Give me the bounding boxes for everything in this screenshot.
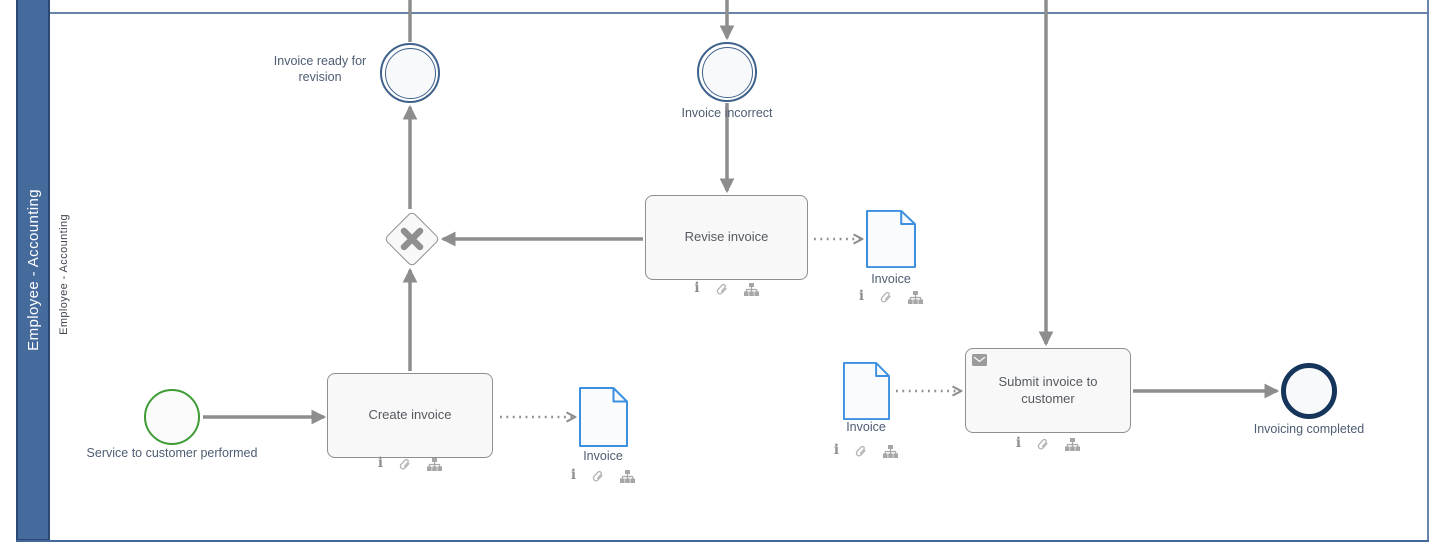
data-object-label: Invoice — [871, 272, 911, 286]
info-icon[interactable]: i — [570, 467, 577, 484]
task-label: Submit invoice to customer — [998, 373, 1098, 406]
pool-bottom-border — [16, 540, 1429, 542]
document-fold — [875, 362, 890, 377]
message-icon — [972, 354, 987, 366]
x-cross-icon — [400, 227, 424, 251]
task-create-invoice[interactable]: Create invoice — [327, 373, 493, 458]
hierarchy-icon[interactable] — [427, 457, 443, 471]
event-inner-ring — [384, 47, 436, 99]
intermediate-event-invoice-ready[interactable] — [380, 43, 440, 103]
data-object-invoice-to-submit[interactable] — [843, 362, 890, 420]
attachment-icon[interactable] — [855, 444, 867, 458]
task-revise-invoice[interactable]: Revise invoice — [645, 195, 808, 280]
data-object-label: Invoice — [846, 420, 886, 434]
document-icon — [579, 387, 628, 447]
start-event-label: Service to customer performed — [86, 446, 258, 460]
info-icon[interactable]: i — [833, 442, 840, 459]
attribute-markers: i — [645, 282, 808, 296]
pool-header[interactable]: Employee - Accounting — [16, 0, 50, 541]
start-event-service-performed[interactable] — [144, 389, 200, 445]
hierarchy-icon[interactable] — [620, 469, 636, 483]
hierarchy-icon[interactable] — [1065, 437, 1081, 451]
document-icon — [843, 362, 890, 420]
data-object-invoice-created[interactable] — [579, 387, 628, 447]
document-icon — [866, 210, 916, 268]
pool-right-border — [1427, 0, 1429, 542]
event-inner-ring — [701, 46, 753, 98]
data-object-label: Invoice — [583, 449, 623, 463]
data-object-invoice-revised[interactable] — [866, 210, 916, 268]
attachment-icon[interactable] — [1037, 437, 1049, 451]
info-icon[interactable]: i — [858, 288, 865, 305]
attribute-markers: i — [821, 444, 911, 458]
info-icon[interactable]: i — [694, 280, 700, 297]
hierarchy-icon[interactable] — [743, 282, 759, 296]
attribute-markers: i — [327, 457, 493, 471]
intermediate-event-label: Invoice ready for revision — [273, 54, 367, 84]
document-fold — [612, 388, 627, 403]
document-fold — [900, 210, 915, 225]
info-icon[interactable]: i — [1015, 435, 1022, 452]
task-label: Create invoice — [368, 407, 452, 423]
info-icon[interactable]: i — [377, 455, 384, 472]
attachment-icon[interactable] — [716, 282, 728, 296]
task-label: Revise invoice — [684, 229, 769, 245]
attachment-icon[interactable] — [592, 469, 604, 483]
task-submit-invoice[interactable]: Submit invoice to customer — [965, 348, 1131, 433]
intermediate-event-invoice-incorrect[interactable] — [697, 42, 757, 102]
attachment-icon[interactable] — [399, 457, 411, 471]
attachment-icon[interactable] — [880, 290, 892, 304]
attribute-markers: i — [558, 469, 648, 483]
attribute-markers: i — [965, 437, 1131, 451]
attribute-markers: i — [846, 290, 936, 304]
hierarchy-icon[interactable] — [883, 444, 899, 458]
end-event-label: Invoicing completed — [1253, 422, 1365, 436]
end-event-invoicing-completed[interactable] — [1281, 363, 1337, 419]
intermediate-event-label: Invoice incorrect — [681, 106, 773, 120]
lane-top-border — [50, 12, 1427, 14]
hierarchy-icon[interactable] — [908, 290, 924, 304]
